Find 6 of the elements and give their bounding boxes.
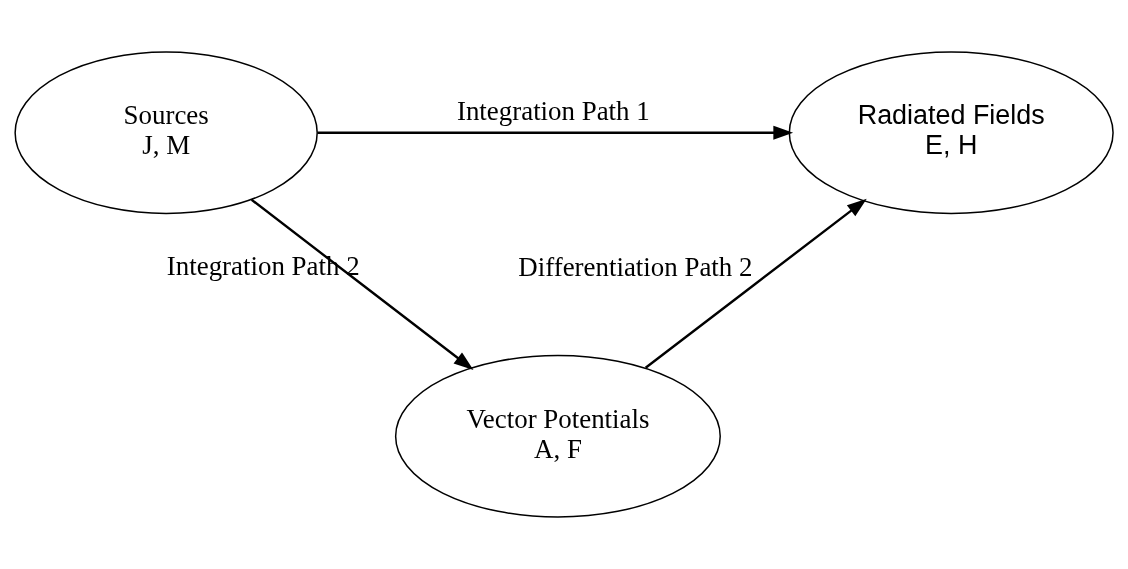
arrow: [644, 198, 867, 369]
arrow: [250, 198, 474, 370]
arrow: [317, 125, 794, 140]
edge-label: Integration Path 1: [456, 95, 650, 126]
node-ellipse: Sources J, M: [14, 51, 318, 215]
edge-label: Differentiation Path 2: [518, 251, 753, 282]
